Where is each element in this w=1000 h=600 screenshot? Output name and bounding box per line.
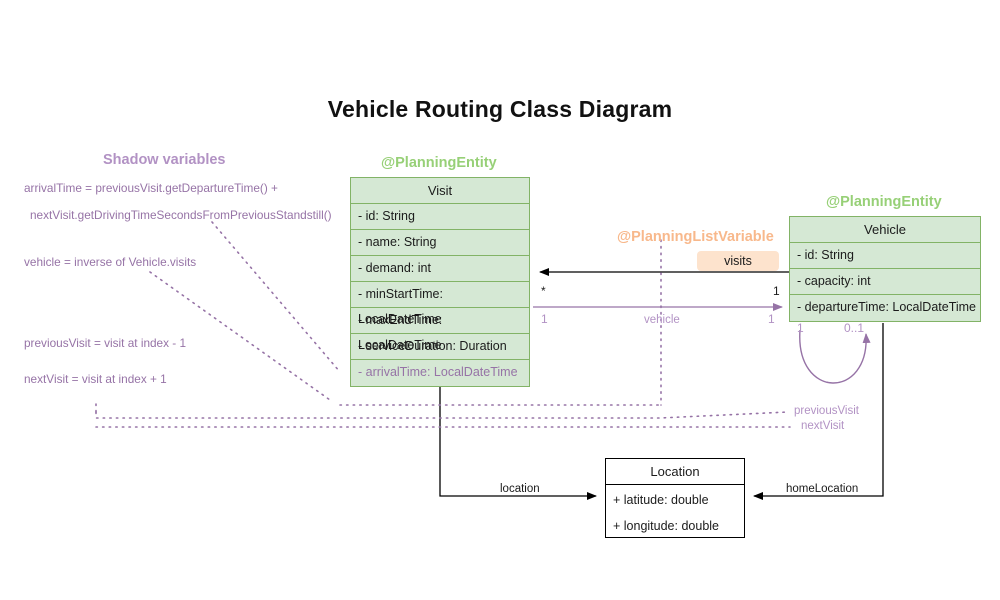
class-box-vehicle[interactable]: Vehicle - id: String - capacity: int - d… (789, 216, 981, 322)
class-box-location[interactable]: Location + latitude: double + longitude:… (605, 458, 745, 538)
visit-attr-demand: - demand: int (351, 256, 529, 282)
vehicle-attr-capacity: - capacity: int (790, 269, 980, 295)
vehicle-stereotype: @PlanningEntity (826, 194, 942, 210)
shadow-note-previous-visit: previousVisit = visit at index - 1 (24, 336, 187, 350)
visits-source-multiplicity: 1 (773, 284, 780, 298)
shadow-note-next-visit: nextVisit = visit at index + 1 (24, 372, 167, 386)
visit-attr-min-start-time: - minStartTime: LocalDateTime (351, 282, 529, 326)
shadow-note-arrival-time-1: arrivalTime = previousVisit.getDeparture… (24, 181, 278, 195)
class-box-visit[interactable]: Visit - id: String - name: String - dema… (350, 177, 530, 387)
visits-target-multiplicity: * (541, 284, 546, 298)
location-attr-latitude: + latitude: double (613, 493, 709, 507)
vehicle-class-name: Vehicle (790, 217, 980, 243)
visit-attr-id: - id: String (351, 204, 529, 230)
visit-stereotype: @PlanningEntity (381, 155, 497, 171)
next-visit-multiplicity: 0..1 (844, 321, 865, 335)
previous-visit-label: previousVisit (794, 405, 859, 417)
vehicle-source-multiplicity: 1 (541, 312, 548, 326)
page-title: Vehicle Routing Class Diagram (327, 96, 673, 122)
visit-class-name: Visit (351, 178, 529, 204)
edge-location (439, 383, 597, 500)
visit-attr-max-end-time: - maxEndTime: LocalDateTime (351, 308, 529, 352)
visit-attr-service-duration: - serviceDuration: Duration (351, 334, 529, 360)
previous-visit-multiplicity: 1 (797, 321, 804, 335)
edge-vehicle-self-loop (799, 329, 871, 384)
vehicle-attr-id: - id: String (790, 243, 980, 269)
location-class-name: Location (606, 459, 744, 485)
visit-attr-name: - name: String (351, 230, 529, 256)
home-location-edge-label: homeLocation (786, 483, 859, 495)
vehicle-target-multiplicity: 1 (768, 312, 775, 326)
shadow-note-vehicle: vehicle = inverse of Vehicle.visits (24, 255, 197, 269)
vehicle-attr-departure-time: - departureTime: LocalDateTime (797, 300, 977, 314)
location-attr-longitude: + longitude: double (613, 519, 719, 533)
visits-badge[interactable]: visits (697, 251, 779, 271)
visits-stereotype: @PlanningListVariable (617, 229, 774, 245)
shadow-variables-heading: Shadow variables (103, 152, 226, 168)
visit-attr-arrival-time: - arrivalTime: LocalDateTime (358, 365, 518, 379)
shadow-note-arrival-time-2: nextVisit.getDrivingTimeSecondsFromPrevi… (30, 208, 332, 222)
vehicle-edge-label: vehicle (644, 314, 680, 326)
location-edge-label: location (500, 483, 540, 495)
next-visit-label: nextVisit (801, 420, 845, 432)
